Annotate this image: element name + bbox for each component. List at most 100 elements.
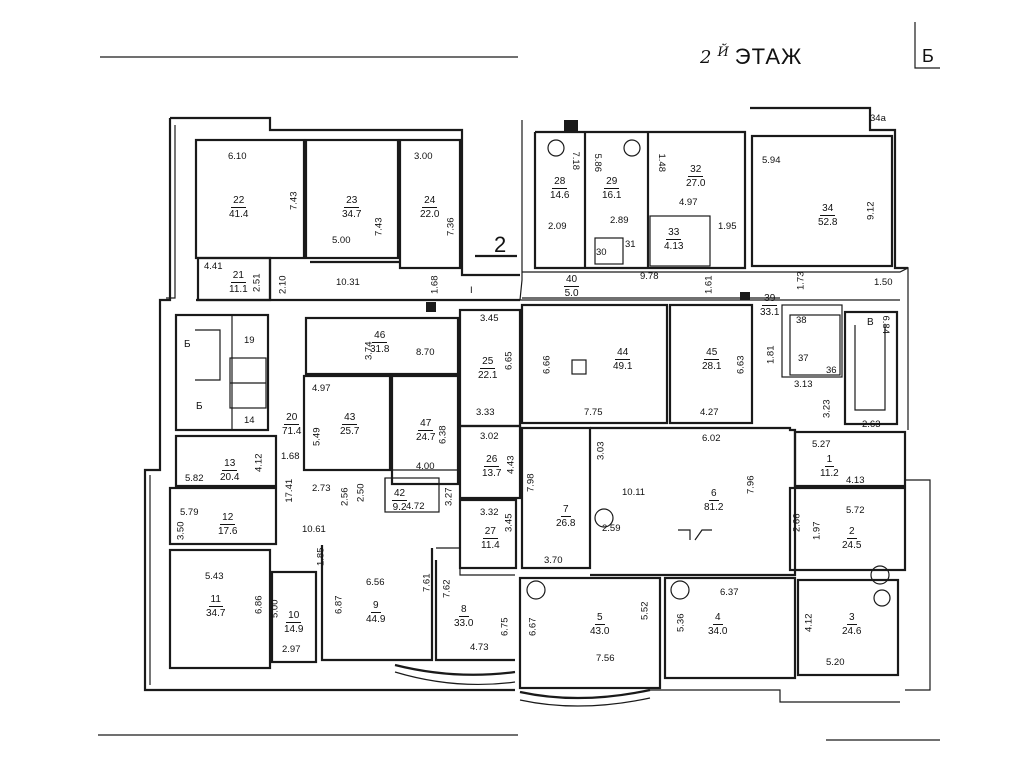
dimension-label: 5.94 <box>762 155 781 166</box>
dimension-label: 2.56 <box>339 487 351 507</box>
small-room-number: 30 <box>596 247 607 258</box>
dimension-label: 4.27 <box>700 407 719 418</box>
dimension-label: 6.87 <box>333 595 345 615</box>
dimension-label: 1.61 <box>703 275 715 295</box>
dimension-label: 4.97 <box>312 383 331 394</box>
dimension-label: 7.56 <box>596 653 615 664</box>
dimension-label: 4.13 <box>846 475 865 486</box>
dimension-label: 7.96 <box>745 475 757 495</box>
dimension-label: 2.51 <box>251 273 263 293</box>
dimension-label: 3.33 <box>476 407 495 418</box>
dimension-label: 6.84 <box>880 315 891 335</box>
dimension-label: 10.61 <box>302 524 326 535</box>
dimension-label: 6.02 <box>702 433 721 444</box>
small-room-number: 14 <box>244 415 255 426</box>
dimension-label: 2.97 <box>282 644 301 655</box>
dimension-label: 7.62 <box>441 579 453 599</box>
dimension-label: 7.18 <box>570 151 581 171</box>
dimension-label: 1.50 <box>874 277 893 288</box>
dimension-label: 7.98 <box>525 473 537 493</box>
dimension-label: 5.20 <box>826 657 845 668</box>
dimension-label: 5.86 <box>592 153 603 173</box>
dimension-label: 4.97 <box>679 197 698 208</box>
dimension-label: 6.75 <box>499 617 511 637</box>
dimension-label: 7.43 <box>373 217 385 237</box>
dimension-label: 7.61 <box>421 573 433 593</box>
dimension-label: 5.49 <box>311 427 323 447</box>
dimension-label: 2.09 <box>548 221 567 232</box>
dimension-label: 5.52 <box>639 601 651 621</box>
small-room-number: 37 <box>798 353 809 364</box>
dimension-label: 6.63 <box>735 355 747 375</box>
dimension-label: 6.56 <box>366 577 385 588</box>
dimension-label: 5.79 <box>180 507 199 518</box>
dimension-label: 4.12 <box>803 613 815 633</box>
dimension-label: 6.10 <box>228 151 247 162</box>
stair-letter-b1: Б <box>184 339 191 350</box>
dimension-label: 10.31 <box>336 277 360 288</box>
dimension-label: 5.00 <box>332 235 351 246</box>
dimension-label: 3.00 <box>414 151 433 162</box>
dimension-label: 1.48 <box>656 153 667 173</box>
dimension-label: 6.38 <box>437 425 449 445</box>
dimension-label: 5.00 <box>269 599 281 619</box>
dimension-label: 2.59 <box>602 523 621 534</box>
dimension-label: 2.73 <box>312 483 331 494</box>
dimension-label: 1.68 <box>429 275 441 295</box>
small-room-number: 31 <box>625 239 636 250</box>
dimension-label: 3.70 <box>544 555 563 566</box>
dimension-label: 6.66 <box>541 355 553 375</box>
dimension-label: 2.63 <box>862 419 881 430</box>
dimension-label: 3.45 <box>480 313 499 324</box>
axis-marker: I <box>470 285 473 296</box>
floor-suffix: Й <box>717 44 729 60</box>
dimension-label: 7.36 <box>445 217 457 237</box>
dimension-label: 3.13 <box>794 379 813 390</box>
dimension-label: 4.72 <box>406 501 425 512</box>
dimension-label: 9.12 <box>865 201 877 221</box>
dimension-label: 2.50 <box>355 483 367 503</box>
dimension-label: 1.73 <box>795 271 807 291</box>
section-number: 2 <box>494 232 507 257</box>
side-frame-letter: Б <box>922 46 934 66</box>
dimension-label: 7.75 <box>584 407 603 418</box>
dimension-label: 6.37 <box>720 587 739 598</box>
dimension-label: 3.03 <box>595 441 607 461</box>
dimension-label: 4.41 <box>204 261 223 272</box>
dimension-label: 2.10 <box>277 275 289 295</box>
dimension-label: 1.95 <box>718 221 737 232</box>
dimension-label: 3.45 <box>503 513 515 533</box>
dimension-label: 3.32 <box>480 507 499 518</box>
dimension-label: 5.72 <box>846 505 865 516</box>
dimension-label: 6.67 <box>527 617 539 637</box>
dimension-label: 1.68 <box>281 451 300 462</box>
dimension-label: 10.11 <box>622 487 646 498</box>
stair-letter-b2: Б <box>196 401 203 412</box>
